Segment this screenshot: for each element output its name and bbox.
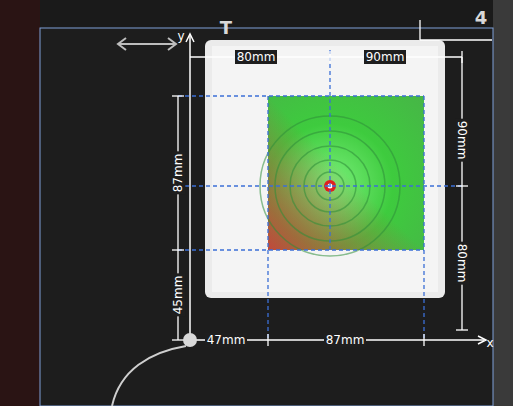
dimension-label: 80mm [455, 242, 469, 285]
axis-label: y [175, 29, 186, 43]
handwritten-mark: T [218, 18, 234, 38]
dimension-label: 80mm [235, 50, 278, 64]
dimension-label: 47mm [205, 333, 248, 347]
dimension-label: 45mm [171, 274, 185, 317]
dimension-label: 87mm [171, 152, 185, 195]
dimension-label: 90mm [455, 119, 469, 162]
dimension-label: 87mm [324, 333, 367, 347]
handwritten-number: 4 [473, 8, 490, 28]
dimension-label: 90mm [364, 50, 407, 64]
axis-label: x [484, 336, 495, 350]
